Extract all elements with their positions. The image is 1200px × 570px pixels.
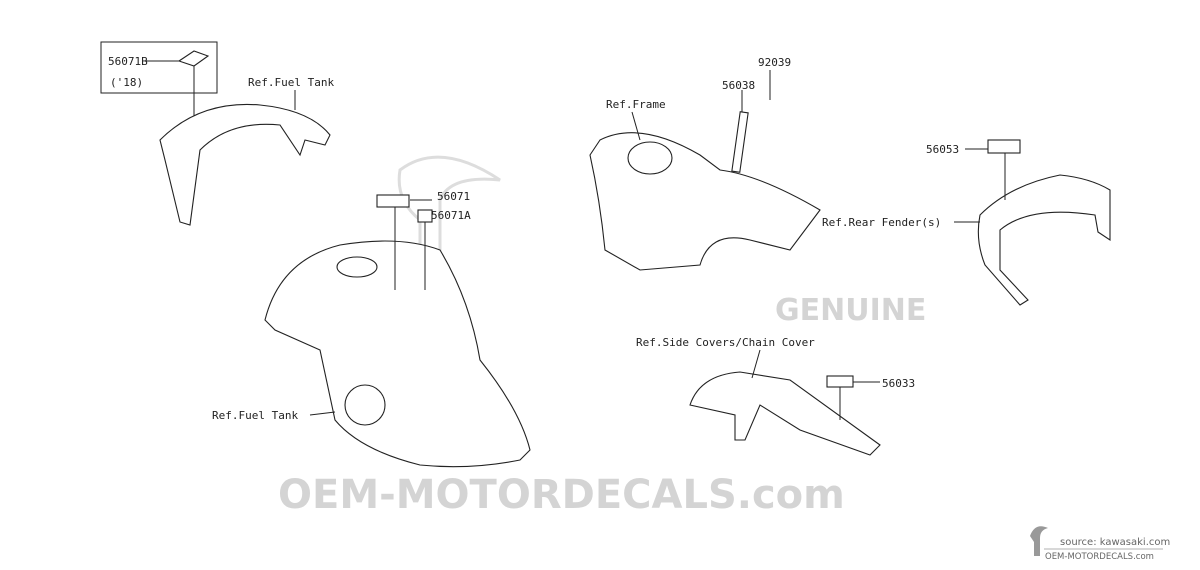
decal-56033 [826, 375, 854, 388]
tank-cover-part [159, 103, 331, 226]
fuel-tank-part [264, 240, 531, 468]
label-year-18: ('18) [110, 76, 143, 89]
inset-box-56071B [100, 41, 218, 94]
bird-logo-icon [1030, 526, 1048, 556]
chain-cover-part [689, 371, 881, 456]
watermark: GENUINE OEM-MOTORDECALS.com [278, 293, 926, 518]
label-92039: 92039 [758, 56, 791, 69]
decal-56053 [987, 139, 1021, 154]
source-credit: source: kawasaki.com OEM-MOTORDECALS.com [1030, 526, 1170, 562]
frame-part [589, 132, 821, 271]
decal-56071 [376, 194, 410, 208]
label-56071A: 56071A [431, 209, 471, 222]
label-56038: 56038 [722, 79, 755, 92]
label-56071: 56071 [437, 190, 470, 203]
watermark-site: OEM-MOTORDECALS.com [278, 472, 845, 518]
label-ref-frame: Ref.Frame [606, 98, 666, 111]
decal-56071A [417, 209, 433, 223]
label-56033: 56033 [882, 377, 915, 390]
decal-56071B [177, 50, 210, 67]
source-text: source: kawasaki.com [1060, 537, 1170, 548]
label-ref-side-covers: Ref.Side Covers/Chain Cover [636, 336, 815, 349]
label-56071B: 56071B [108, 55, 148, 68]
rear-fender-part [977, 174, 1111, 306]
part-56038 [731, 111, 749, 173]
label-ref-fuel-tank-top: Ref.Fuel Tank [248, 76, 334, 89]
label-ref-rear-fender: Ref.Rear Fender(s) [822, 216, 941, 229]
watermark-genuine: GENUINE [775, 293, 926, 328]
source-site: OEM-MOTORDECALS.com [1045, 552, 1154, 562]
label-ref-fuel-tank-bottom: Ref.Fuel Tank [212, 409, 298, 422]
label-56053: 56053 [926, 143, 959, 156]
